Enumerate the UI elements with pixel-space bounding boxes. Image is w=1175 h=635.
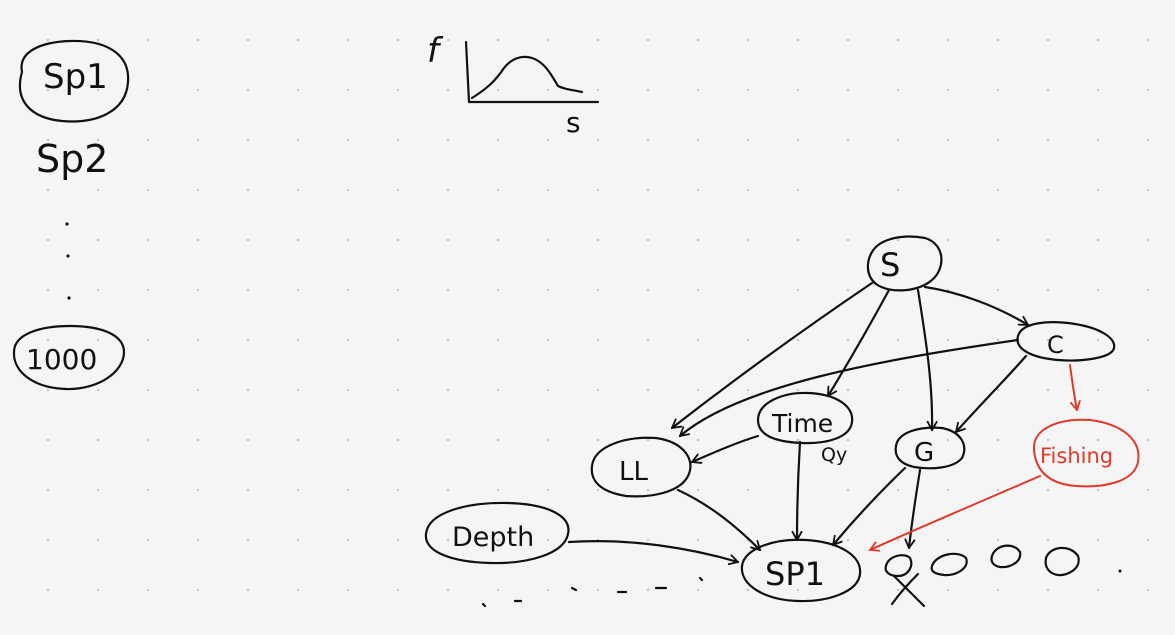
ellipsis-dot xyxy=(65,222,69,226)
node-time: Time Qy xyxy=(756,391,854,466)
node-ll-ellipse xyxy=(590,436,692,498)
left-list: Sp1 Sp2 1000 xyxy=(12,39,130,391)
node-time-note: Qy xyxy=(821,444,847,466)
small-node xyxy=(1044,546,1080,577)
edge-s-ll xyxy=(670,281,874,430)
node-c: C xyxy=(1016,321,1116,362)
dash-mark xyxy=(481,602,487,608)
trailing-dot xyxy=(1118,569,1122,573)
node-depth-label: Depth xyxy=(452,522,534,553)
edge-depth-sp1 xyxy=(567,540,740,566)
graph-nodes: S C Time Qy G LL Fishing xyxy=(424,235,1140,608)
x-mark xyxy=(890,572,926,608)
edge-fishing-sp1 xyxy=(869,475,1041,552)
edge-c-fishing xyxy=(1069,364,1081,411)
density-curve xyxy=(470,55,584,100)
sp1-list-ellipse xyxy=(18,39,130,123)
edge-g-sp1 xyxy=(831,466,907,547)
node-time-ellipse xyxy=(756,391,854,445)
node-sp1: SP1 xyxy=(740,538,862,603)
node-s-label: S xyxy=(880,246,900,284)
node-s-ellipse xyxy=(866,235,943,292)
density-y-axis xyxy=(464,40,471,104)
node-fishing-label: Fishing xyxy=(1040,444,1113,468)
node-g-ellipse xyxy=(894,426,966,470)
node-c-ellipse xyxy=(1016,321,1116,362)
sp2-list-label: Sp2 xyxy=(36,137,108,181)
dash-mark xyxy=(698,576,704,582)
edge-time-sp1 xyxy=(791,440,803,542)
node-sp1-ellipse xyxy=(740,538,862,603)
node-g: G xyxy=(894,426,966,470)
node-depth-ellipse xyxy=(424,501,570,565)
node-s: S xyxy=(866,235,943,292)
node-ll: LL xyxy=(590,436,692,498)
ellipsis-dot xyxy=(66,254,70,258)
thousand-list-label: 1000 xyxy=(26,343,97,376)
edge-g-x xyxy=(904,468,922,550)
edge-s-time xyxy=(826,288,891,398)
edge-c-ll xyxy=(678,338,1020,438)
small-node xyxy=(884,554,913,578)
node-g-label: G xyxy=(914,438,934,468)
node-fishing-ellipse xyxy=(1032,418,1140,488)
edge-c-g xyxy=(954,354,1028,434)
edge-time-ll xyxy=(690,434,760,464)
sp1-list-label: Sp1 xyxy=(43,57,108,97)
node-c-label: C xyxy=(1047,331,1064,359)
dash-mark xyxy=(570,586,578,592)
small-node xyxy=(990,544,1022,569)
edge-ll-sp1 xyxy=(676,488,762,552)
graph-edges xyxy=(567,281,1081,566)
node-fishing: Fishing xyxy=(1032,418,1140,488)
node-depth: Depth xyxy=(424,501,570,565)
edge-s-g xyxy=(916,288,938,432)
node-sp1-label: SP1 xyxy=(765,555,825,593)
ellipsis-dot xyxy=(67,296,71,300)
edge-s-c xyxy=(923,285,1030,327)
small-node xyxy=(930,552,968,577)
density-sketch: f s xyxy=(427,31,600,139)
node-time-label: Time xyxy=(771,409,833,438)
thousand-list-ellipse xyxy=(12,324,126,391)
density-y-label: f xyxy=(427,31,444,71)
density-x-label: s xyxy=(566,106,581,139)
node-ll-label: LL xyxy=(619,457,648,487)
